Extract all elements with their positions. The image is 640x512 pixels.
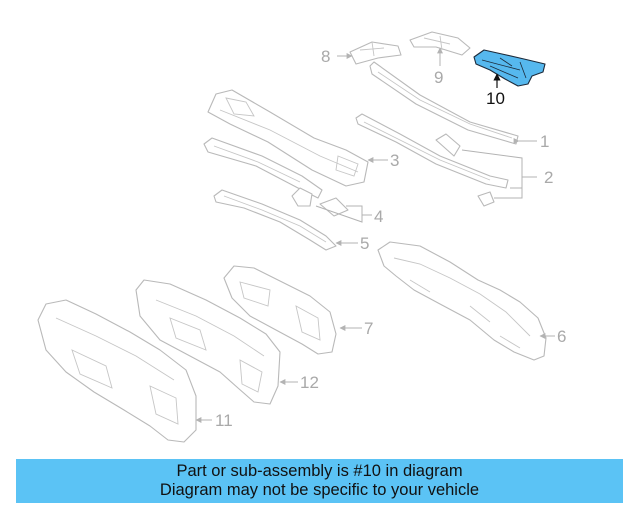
callout-11: 11 <box>215 411 233 430</box>
callout-4: 4 <box>374 207 383 226</box>
info-banner: Part or sub-assembly is #10 in diagram D… <box>16 459 623 503</box>
part-10-highlighted <box>473 49 546 87</box>
callout-9: 9 <box>434 68 443 87</box>
part-7 <box>223 265 337 355</box>
callout-5: 5 <box>360 234 369 253</box>
part-5 <box>213 189 337 251</box>
part-1 <box>369 61 519 157</box>
callout-8: 8 <box>321 47 330 66</box>
part-11 <box>37 299 197 443</box>
banner-line-2: Diagram may not be specific to your vehi… <box>159 481 480 499</box>
part-6 <box>377 241 547 361</box>
callout-7: 7 <box>364 319 373 338</box>
part-4 <box>291 187 349 217</box>
parts-diagram: 1 2 3 4 5 6 7 8 9 10 11 12 <box>37 31 566 443</box>
part-12 <box>135 279 281 405</box>
part-2 <box>355 113 509 207</box>
banner-line-1: Part or sub-assembly is #10 in diagram <box>176 462 463 480</box>
part-3 <box>203 89 369 199</box>
callout-1: 1 <box>540 132 549 151</box>
callout-10: 10 <box>486 89 505 108</box>
callout-12: 12 <box>300 373 319 392</box>
leader-4 <box>315 205 372 223</box>
part-8 <box>349 41 402 65</box>
callout-6: 6 <box>557 327 566 346</box>
leader-2 <box>461 149 537 199</box>
callout-3: 3 <box>390 151 399 170</box>
callout-2: 2 <box>544 168 553 187</box>
